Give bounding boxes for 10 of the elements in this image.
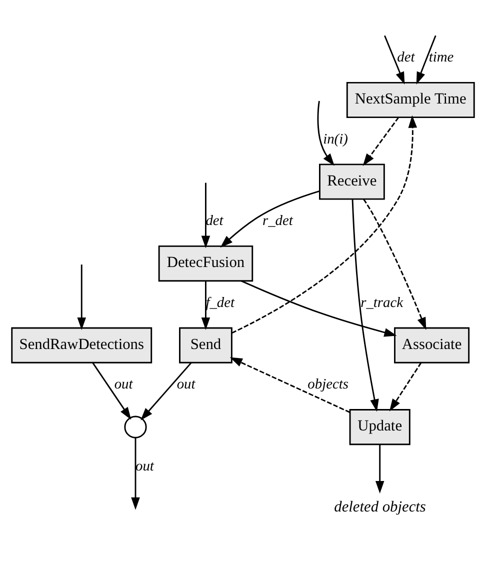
edge-label: r_det <box>262 213 293 230</box>
edge-label: det <box>397 50 415 66</box>
edge-label: in(i) <box>323 131 348 148</box>
node-text: deleted objects <box>334 498 426 516</box>
edge-label: out <box>114 376 133 393</box>
edge-label: r_track <box>360 294 404 311</box>
edge-label: out <box>136 458 154 474</box>
edge-label: time <box>428 50 454 66</box>
edge-label: out <box>176 376 196 393</box>
edge-label: objects <box>308 376 349 393</box>
